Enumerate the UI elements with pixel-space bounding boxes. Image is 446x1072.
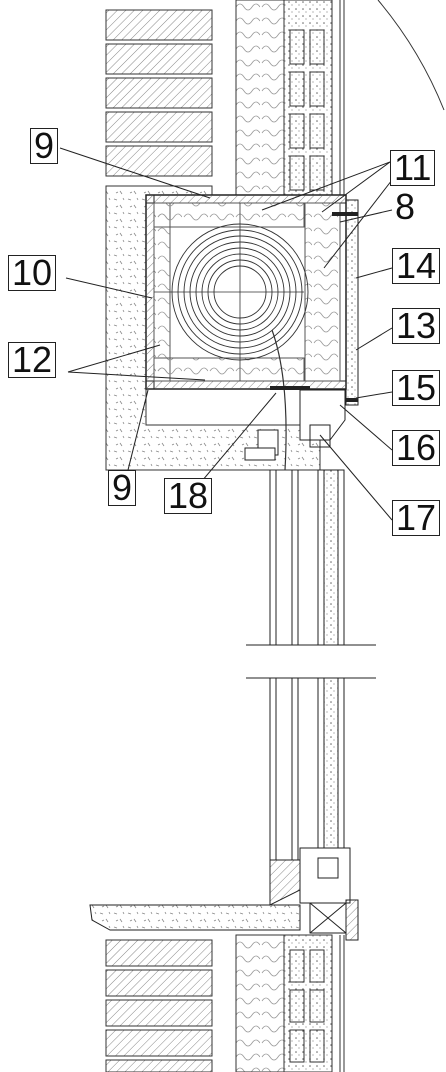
upper-insulation: [235, 0, 285, 196]
callout-8: 8: [395, 186, 416, 227]
lower-brick-blocks: [105, 939, 213, 1072]
window-glazing-lower: [269, 677, 345, 860]
lintel-concrete: [105, 185, 321, 471]
upper-brick-blocks: [105, 9, 213, 177]
shutter-box: [145, 194, 347, 390]
leader-lines: [59, 147, 393, 521]
sill-outer: [345, 899, 359, 941]
callout-16: 16: [392, 430, 441, 466]
callout-10: 10: [8, 255, 57, 291]
callout-14: 14: [392, 248, 441, 284]
lower-insulation: [235, 934, 285, 1072]
upper-block-column: [283, 0, 345, 200]
callout-18: 18: [164, 478, 213, 514]
top-arc: [377, 0, 445, 111]
screw-top: [332, 212, 358, 216]
screw-bottom: [270, 386, 310, 390]
front-cover: [345, 199, 359, 406]
callout-12: 12: [8, 342, 57, 378]
window-frame-head: [244, 389, 346, 461]
roller-coil: [171, 223, 309, 471]
callout-17: 17: [392, 500, 441, 536]
window-frame-bottom: [269, 847, 351, 906]
lower-block-column: [283, 934, 345, 1072]
callout-11: 11: [390, 150, 436, 186]
callout-9-bottom: 9: [108, 470, 137, 506]
callout-13: 13: [392, 308, 441, 344]
callout-15: 15: [392, 370, 441, 406]
callout-9-top: 9: [30, 128, 59, 164]
window-glazing-upper: [269, 469, 345, 646]
window-sill: [89, 904, 301, 931]
